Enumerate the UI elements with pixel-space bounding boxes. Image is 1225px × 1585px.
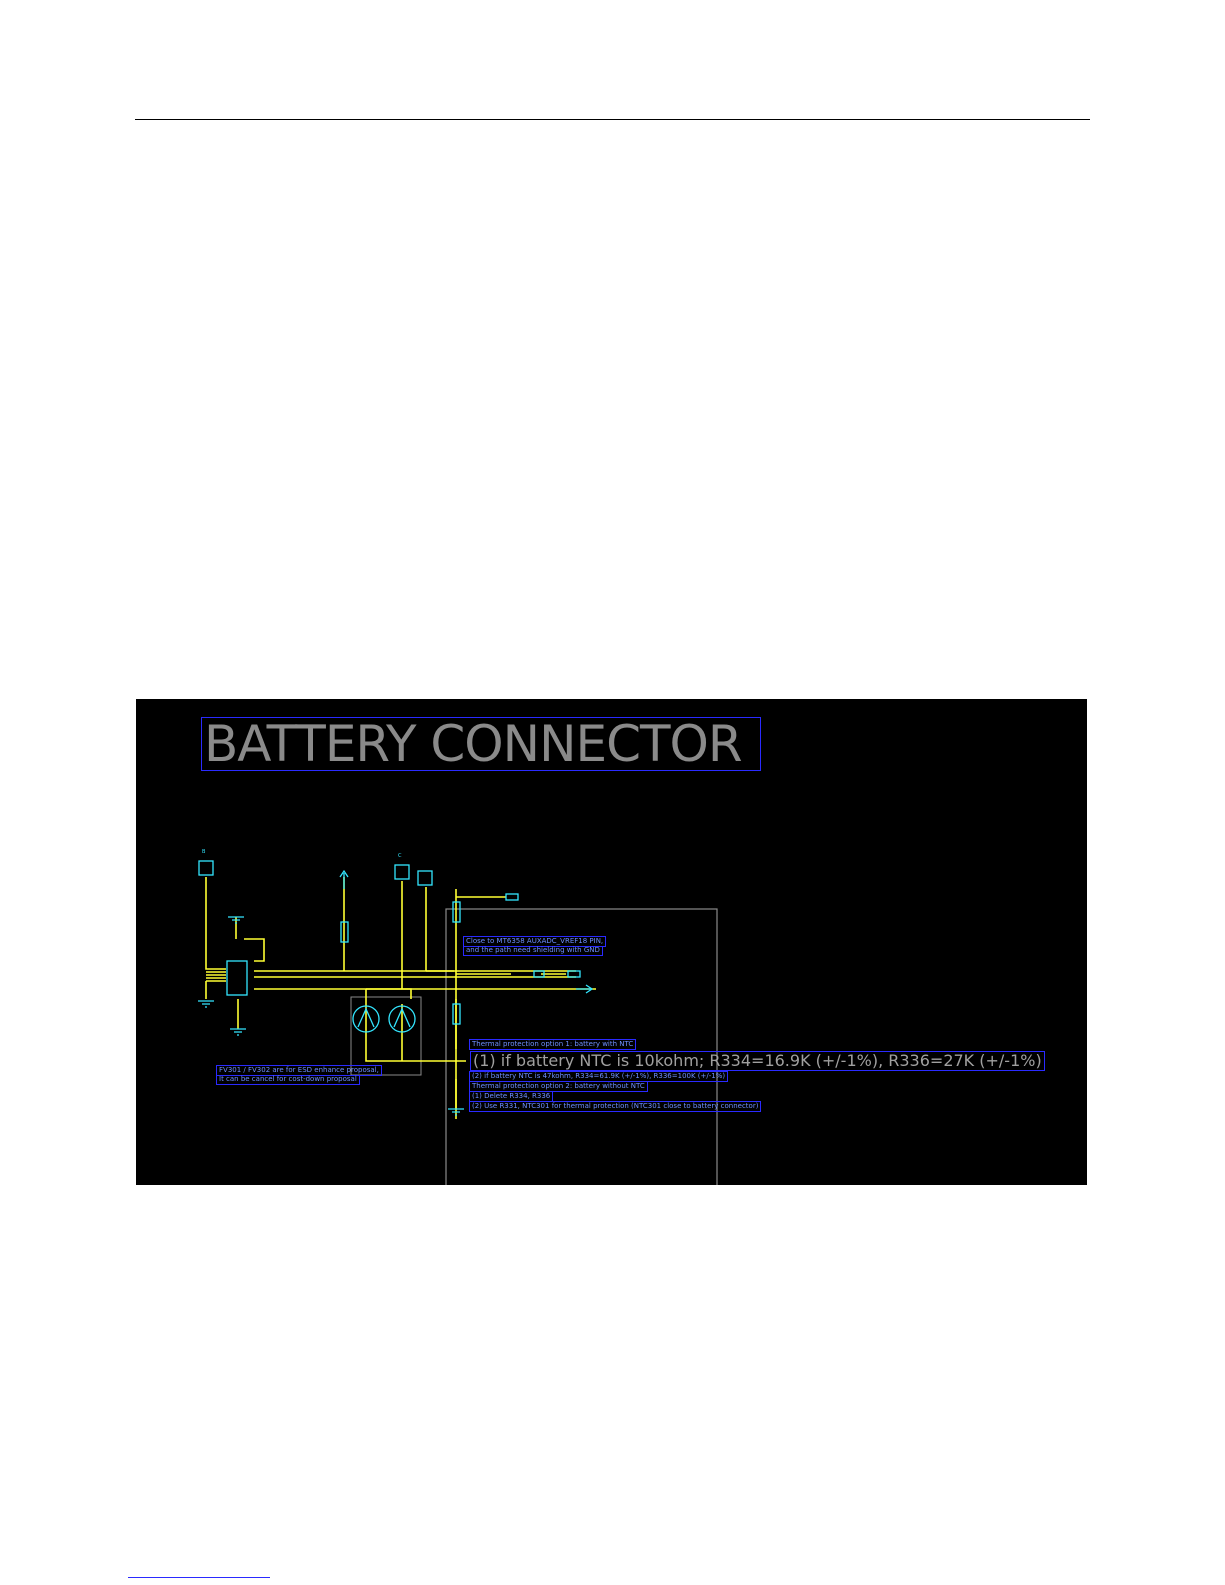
note-close-to: Close to MT6358 AUXADC_VREF18 PIN, — [463, 936, 607, 947]
footnote-rule — [128, 1577, 270, 1578]
note-option2-step2: (2) Use R331, NTC301 for thermal protect… — [469, 1101, 762, 1112]
note-option1-title: Thermal protection option 1: battery wit… — [469, 1039, 637, 1050]
resistor-r336 — [452, 1003, 461, 1025]
note-esd-line2: It can be cancel for cost-down proposal — [216, 1075, 360, 1085]
frame-esd-block — [350, 996, 422, 1076]
esd-diode-fv301 — [352, 1005, 380, 1033]
net-bat-id — [533, 970, 545, 978]
label-c: C — [398, 853, 402, 859]
note-path-shield: and the path need shielding with GND — [463, 946, 603, 956]
ground-bottom — [230, 1028, 246, 1036]
note-option1-case1: (1) if battery NTC is 10kohm; R334=16.9K… — [470, 1051, 1045, 1071]
test-point-c — [394, 864, 410, 880]
header-rule — [135, 119, 1090, 120]
frame-ntc-block — [445, 908, 718, 1185]
note-option2-title: Thermal protection option 2: battery wit… — [469, 1081, 648, 1092]
ground-top — [228, 916, 244, 924]
resistor-r331 — [340, 921, 349, 943]
schematic-drawing — [198, 860, 718, 1185]
ground-left — [198, 1000, 214, 1008]
power-arrow — [339, 869, 349, 889]
wire-group — [205, 877, 596, 1119]
label-b: B — [202, 849, 206, 855]
title-box — [201, 717, 761, 771]
net-arrow — [576, 984, 594, 994]
note-esd-line1: FV301 / FV302 are for ESD enhance propos… — [216, 1065, 382, 1076]
ground-ntc — [448, 1108, 464, 1116]
net-bat-temp — [567, 970, 581, 978]
esd-diode-fv302 — [388, 1005, 416, 1033]
connector-ic — [226, 960, 248, 996]
schematic-title: BATTERY CONNECTOR — [204, 715, 743, 773]
test-point-b — [198, 860, 214, 876]
net-aux-ref — [505, 893, 519, 901]
test-point-d — [417, 870, 433, 886]
component-group — [198, 860, 594, 1116]
schematic-panel: BATTERY CONNECTOR B C Close to MT6358 AU… — [136, 699, 1087, 1185]
resistor-r334 — [452, 901, 461, 923]
